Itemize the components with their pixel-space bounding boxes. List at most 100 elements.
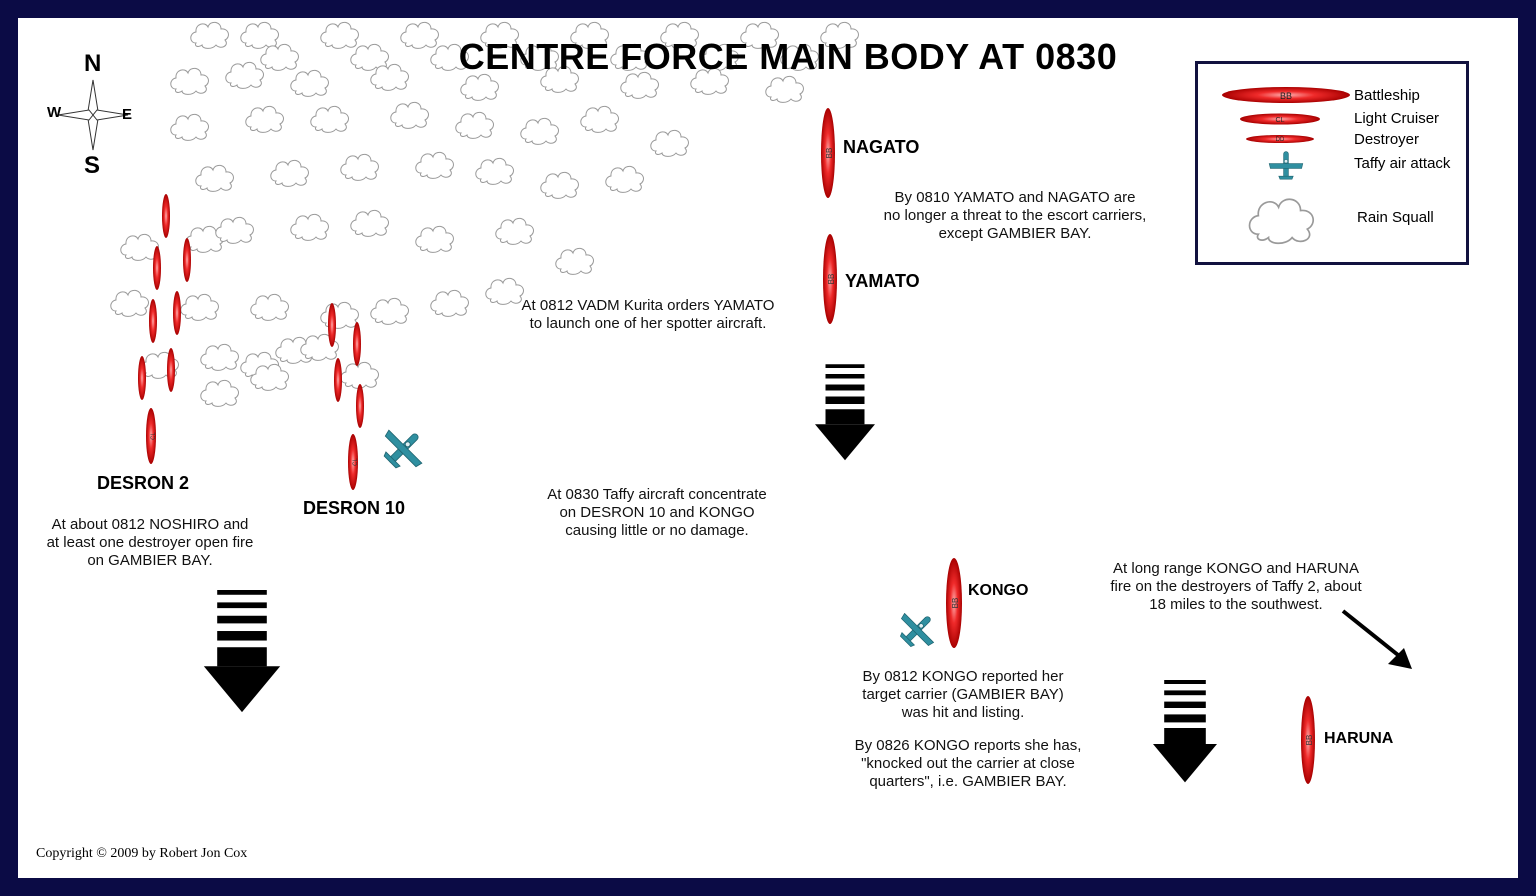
ship-destroyer: [356, 384, 364, 428]
legend-label-air-attack: Taffy air attack: [1354, 155, 1451, 172]
unit-label-nagato: NAGATO: [843, 137, 920, 157]
ship-nagato: BB: [821, 108, 835, 198]
ship-yamato: BB: [823, 234, 837, 324]
rain-squall-cloud: [370, 63, 409, 91]
legend-light-cruiser-mark: CL: [1276, 117, 1285, 124]
rain-squall-cloud: [320, 21, 359, 49]
rain-squall-cloud: [250, 293, 289, 321]
rain-squall-cloud: [555, 247, 594, 275]
ship-type-mark: BB: [1305, 735, 1314, 746]
rain-squall-cloud: [195, 164, 234, 192]
rain-squall-cloud: [650, 129, 689, 157]
rain-squall-cloud: [390, 101, 429, 129]
ship-light-cruiser: CL: [146, 408, 157, 464]
legend-light-cruiser-icon: CL: [1240, 113, 1320, 125]
ship-destroyer: [328, 303, 336, 347]
note-0826-kongo: By 0826 KONGO reports she has,"knocked o…: [854, 737, 1082, 790]
rain-squall-area: [110, 21, 859, 407]
rain-squall-cloud: [310, 105, 349, 133]
unit-label-desron10: DESRON 10: [303, 498, 406, 518]
rain-squall-cloud: [110, 289, 149, 317]
unit-label-desron2: DESRON 2: [97, 473, 190, 493]
compass-south: S: [84, 152, 101, 179]
rain-squall-cloud: [540, 171, 579, 199]
battle-map: BB BB BB BB CL CL: [57, 21, 1412, 784]
ship-type-mark: BB: [827, 274, 836, 285]
rain-squall-cloud: [460, 73, 499, 101]
rain-squall-cloud: [290, 69, 329, 97]
rain-squall-cloud: [370, 297, 409, 325]
rain-squall-cloud: [455, 111, 494, 139]
legend-battleship-icon: BB: [1222, 87, 1350, 103]
rain-squall-cloud: [215, 216, 254, 244]
rain-squall-cloud: [260, 43, 299, 71]
rain-squall-cloud: [475, 157, 514, 185]
aircraft-icon: [373, 417, 435, 479]
rain-squall-cloud: [605, 165, 644, 193]
ship-destroyer: [334, 358, 342, 402]
rain-squall-cloud: [400, 21, 439, 49]
rain-squall-cloud: [520, 117, 559, 145]
rain-squall-cloud: [415, 151, 454, 179]
legend-label-light-cruiser: Light Cruiser: [1354, 110, 1440, 127]
map-title: CENTRE FORCE MAIN BODY AT 0830: [458, 36, 1118, 77]
legend-rain-squall-icon: [1248, 198, 1315, 245]
rain-squall-cloud: [580, 105, 619, 133]
rain-squall-cloud: [190, 21, 229, 49]
compass-north: N: [84, 50, 102, 77]
unit-label-haruna: HARUNA: [1324, 730, 1394, 747]
ship-light-cruiser: CL: [348, 434, 359, 490]
unit-label-kongo: KONGO: [968, 582, 1029, 599]
ship-formations: BB BB BB BB CL CL: [138, 108, 1315, 784]
compass-west: W: [47, 104, 62, 121]
map-legend: BB CL DD Battleship Light Cruiser Destro…: [1195, 61, 1469, 265]
legend-label-destroyer: Destroyer: [1354, 131, 1420, 148]
fire-direction-arrow: [1341, 609, 1412, 669]
ship-type-mark: BB: [951, 598, 960, 609]
rain-squall-cloud: [120, 233, 159, 261]
rain-squall-cloud: [270, 159, 309, 187]
ship-destroyer: [173, 291, 181, 335]
legend-destroyer-icon: DD: [1246, 135, 1314, 143]
compass-rose-icon: [57, 79, 129, 151]
rain-squall-cloud: [225, 61, 264, 89]
ship-destroyer: [353, 322, 361, 366]
legend-battleship-mark: BB: [1280, 91, 1292, 101]
ship-type-mark: CL: [353, 458, 359, 466]
rain-squall-cloud: [430, 289, 469, 317]
rain-squall-cloud: [200, 379, 239, 407]
rain-squall-cloud: [245, 105, 284, 133]
map-frame: BB BB BB BB CL CL CENTRE FORCE MAIN BODY AT 0…: [18, 18, 1518, 878]
copyright-notice: Copyright © 2009 by Robert Jon Cox: [36, 846, 248, 861]
legend-label-rain-squall: Rain Squall: [1357, 209, 1434, 226]
compass-east: E: [122, 106, 133, 123]
rain-squall-cloud: [180, 293, 219, 321]
rain-squall-cloud: [340, 153, 379, 181]
rain-squall-cloud: [170, 113, 209, 141]
rain-squall-cloud: [415, 225, 454, 253]
rain-squall-cloud: [765, 75, 804, 103]
aircraft-icon: [890, 602, 945, 657]
ship-destroyer: [138, 356, 146, 400]
ship-haruna: BB: [1301, 696, 1315, 784]
legend-symbols: BB CL DD: [1222, 87, 1350, 245]
heading-arrow-kongo: [1153, 680, 1217, 783]
ship-destroyer: [183, 238, 191, 282]
ship-kongo: BB: [946, 558, 962, 648]
legend-label-battleship: Battleship: [1354, 87, 1420, 104]
ship-destroyer: [153, 246, 161, 290]
ship-type-mark: CL: [151, 432, 157, 440]
rain-squall-cloud: [290, 213, 329, 241]
unit-label-yamato: YAMATO: [845, 271, 920, 291]
ship-destroyer: [167, 348, 175, 392]
rain-squall-cloud: [320, 301, 359, 329]
rain-squall-cloud: [350, 209, 389, 237]
heading-arrow-desron2: [203, 590, 281, 713]
rain-squall-cloud: [170, 67, 209, 95]
